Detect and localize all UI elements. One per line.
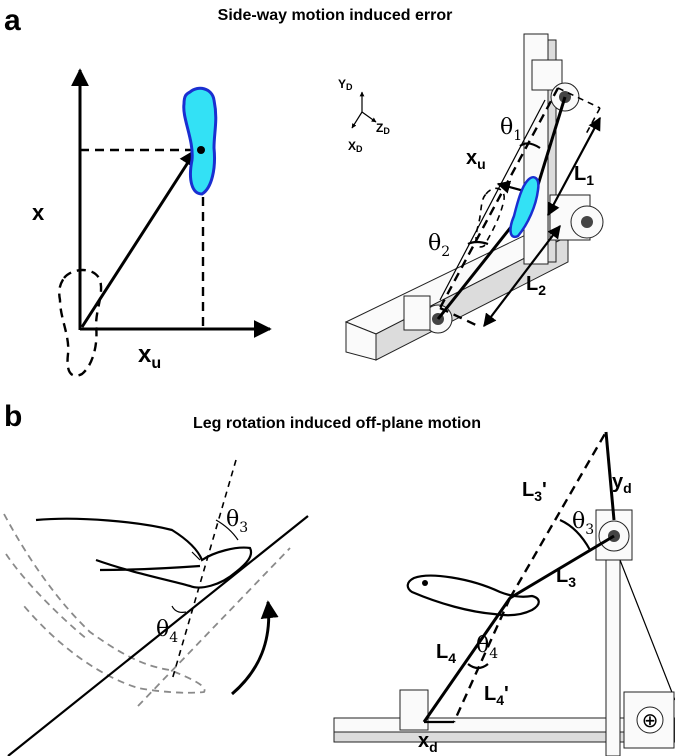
l4prime-dashed (452, 597, 512, 723)
coordinate-triad: YD ZD XD (338, 77, 390, 154)
dashed-foot-outline (58, 268, 103, 377)
dashed-foot-device (475, 187, 505, 248)
foot-target-point (197, 146, 205, 154)
panel-a-right-device: YD ZD XD (338, 33, 604, 361)
encoder-symbol: ⊕ (642, 708, 659, 732)
theta3-left-label: θ3 (226, 507, 248, 536)
foot-vector (80, 148, 198, 328)
bottom-slider (399, 689, 429, 731)
xd-label: XD (348, 139, 363, 154)
l3-label: L3 (556, 565, 576, 590)
l4-label: L4 (436, 641, 456, 666)
x-axis-label: x (32, 200, 45, 225)
l1-label: L1 (574, 163, 594, 188)
zd-label: ZD (376, 121, 390, 136)
panel-b-letter: b (4, 400, 22, 433)
theta4-right-label: θ4 (476, 633, 498, 662)
l3prime-label: L3' (522, 479, 547, 504)
theta2-label: θ2 (428, 231, 450, 260)
right-angle-line (191, 551, 201, 561)
panel-b-left-leg: θ3 θ4 (3, 459, 309, 756)
yd-label: YD (338, 77, 353, 92)
vertical-dashed-line (171, 459, 237, 681)
l4-line (422, 597, 512, 723)
l3-line (509, 534, 615, 600)
xu-axis-label: xu (138, 341, 161, 372)
panel-a-letter: a (4, 4, 21, 37)
l3prime-dashed (508, 431, 608, 599)
theta4-left-label: θ4 (156, 617, 178, 646)
cyan-foot-shape (182, 86, 218, 196)
theta1-label: θ1 (500, 115, 522, 144)
l4prime-label: L4' (484, 683, 509, 708)
panel-b-title: Leg rotation induced off-plane motion (193, 415, 481, 432)
panel-a-left-plot: x xu (32, 68, 272, 377)
leg-outline-device (406, 574, 540, 617)
xu-label-device: xu (466, 147, 486, 172)
panel-a-title: Side-way motion induced error (218, 7, 453, 24)
leg-axis-line (7, 515, 309, 756)
l2-label: L2 (526, 273, 546, 298)
xd-label-b: xd (418, 730, 438, 755)
rotation-arrow (231, 600, 279, 696)
panel-b-right-device: ⊕ L3' yd θ3 L3 L4 θ4 L4' xd (333, 431, 675, 756)
ghost-leg-axis (137, 547, 291, 707)
yd-label-b: yd (612, 471, 632, 496)
theta3-right-label: θ3 (572, 509, 594, 538)
yd-line (604, 431, 616, 521)
l2-arrow (483, 224, 561, 328)
l1-arrow (547, 116, 601, 217)
cyan-foot-device (509, 176, 540, 239)
ghost-leg-outline (3, 513, 206, 694)
leg-outline (35, 517, 253, 589)
